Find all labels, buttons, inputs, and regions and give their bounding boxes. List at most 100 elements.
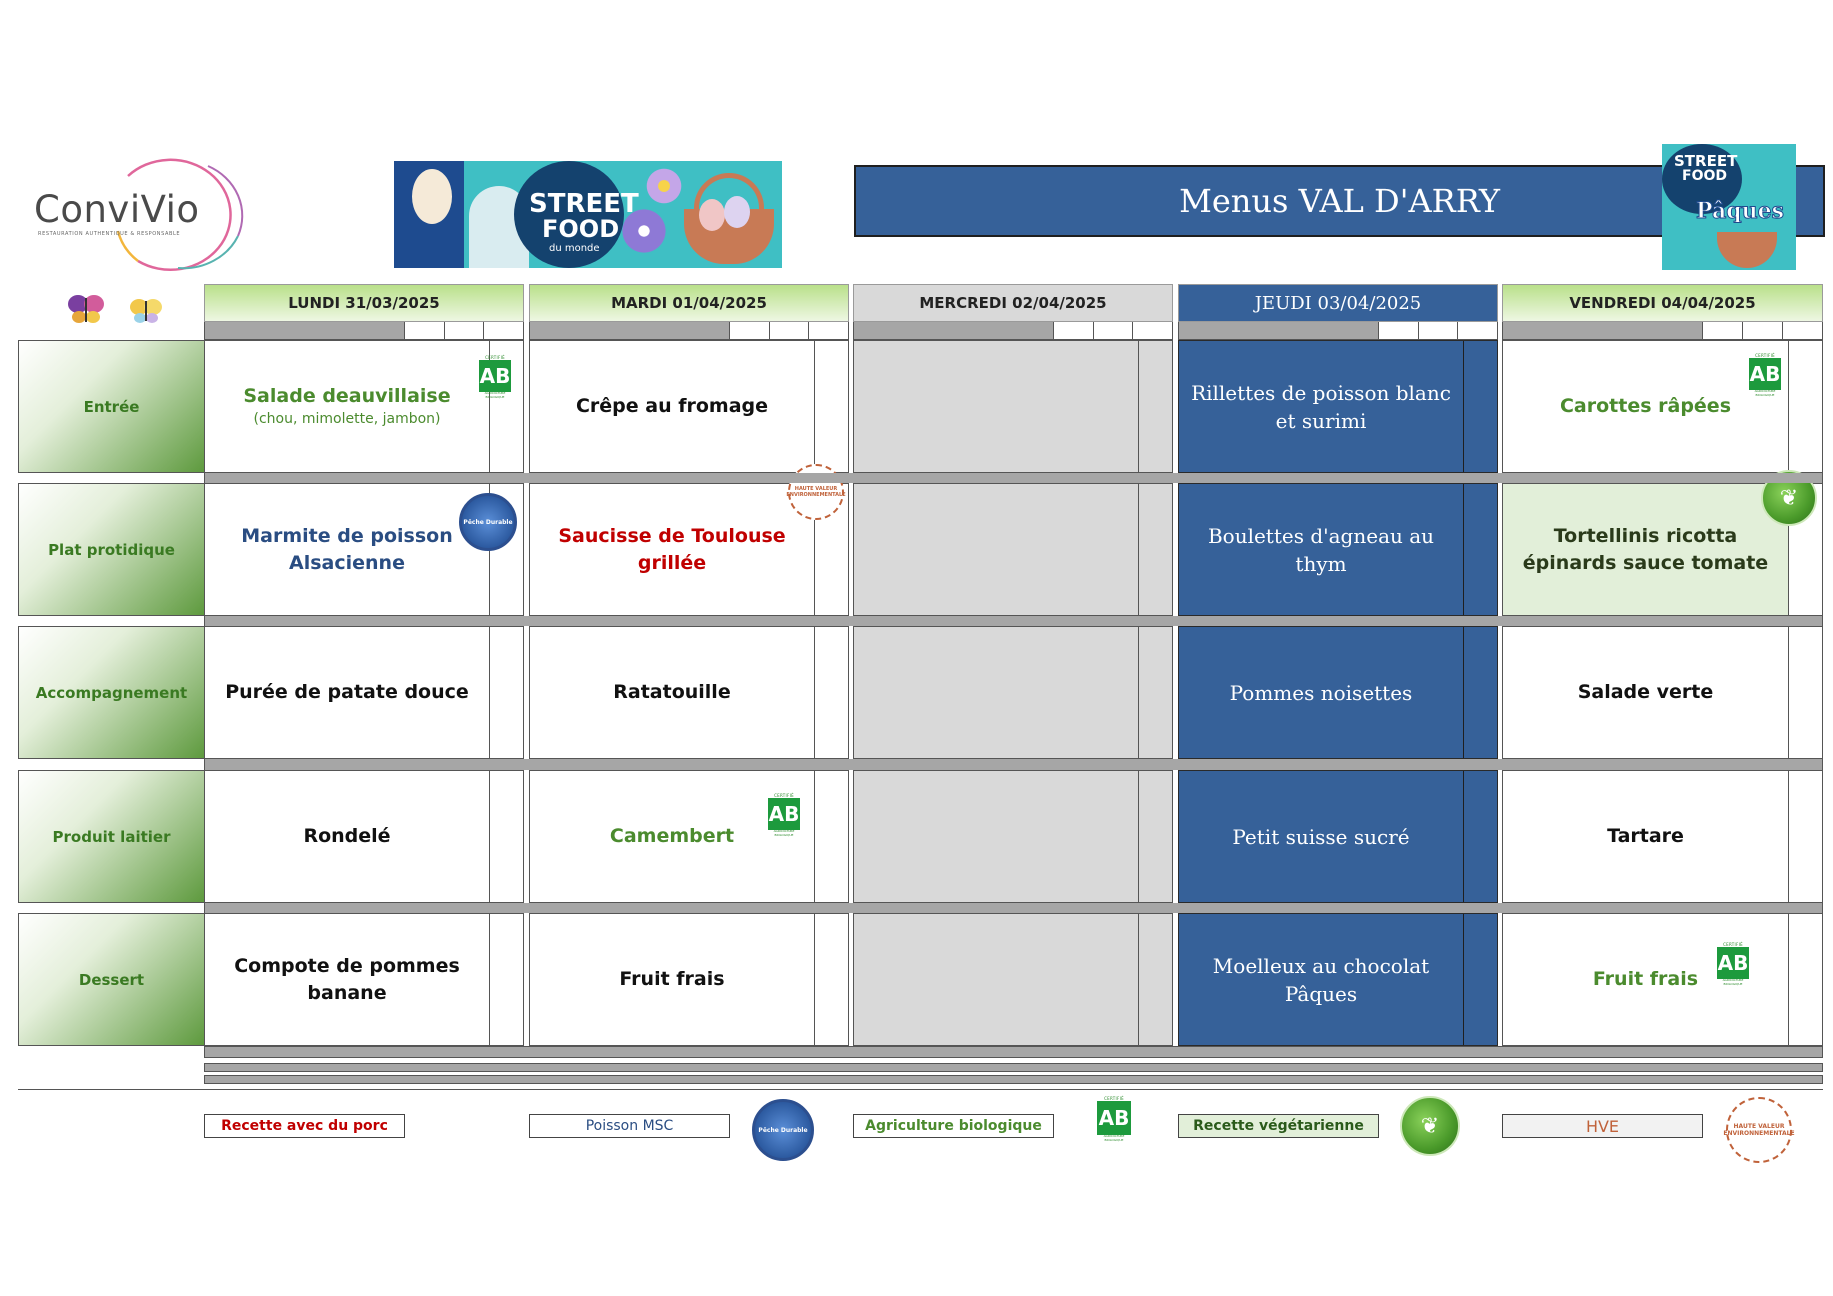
street-food-line3: du monde [549,243,600,254]
dish-name: Fruit frais [1592,968,1699,991]
category-plat: Plat protidique [18,483,205,616]
dish-name: Salade verte [1577,681,1714,704]
street-food-line2: FOOD [542,215,620,243]
menu-cell: Pommes noisettes [1178,626,1498,759]
menu-cell-empty [853,913,1173,1046]
menu-cell: Tartare [1502,770,1823,903]
day-column-header: MARDI 01/04/2025 [529,284,849,340]
menu-cell-empty [853,340,1173,473]
menu-cell: Salade deauvillaise (chou, mimolette, ja… [204,340,524,473]
dish-name: Boulettes d'agneau au thym [1207,523,1435,576]
bottom-rule [18,1089,1823,1090]
brand-name: ConviVio [34,188,200,231]
category-entree: Entrée [18,340,205,473]
msc-label-icon: Pêche Durable [752,1099,814,1161]
egg-icon [724,196,750,228]
flower-icon [619,206,669,256]
category-dessert: Dessert [18,913,205,1046]
dish-name: Ratatouille [613,681,731,704]
day-column-header: VENDREDI 04/04/2025 [1502,284,1823,340]
menu-cell: Crêpe au fromage [529,340,849,473]
msc-label-icon: Pêche Durable [459,493,517,551]
row-separator [204,903,1823,913]
vegetarian-leaf-icon: ❦ [1400,1096,1460,1156]
dish-name: Petit suisse sucré [1232,824,1410,849]
legend-vegetarien: Recette végétarienne [1178,1114,1379,1138]
flower-icon [644,166,684,206]
dish-name: Pommes noisettes [1229,680,1413,705]
day-header: MARDI 01/04/2025 [529,284,849,322]
paques-street-label: STREET [1674,152,1738,170]
menu-cell: Fruit frais [529,913,849,1046]
butterfly-icon [66,292,106,326]
hve-label-icon: HAUTE VALEUR ENVIRONNEMENTALE [1723,1097,1795,1163]
day-header: JEUDI 03/04/2025 [1178,284,1498,322]
dish-name: Carottes râpées [1559,395,1732,418]
legend-porc: Recette avec du porc [204,1114,405,1138]
menu-cell: Tortellinis ricotta épinards sauce tomat… [1502,470,1823,616]
menu-cell: Ratatouille [529,626,849,759]
menu-cell: Rondelé [204,770,524,903]
day-header: LUNDI 31/03/2025 [204,284,524,322]
dish-name: Marmite de poisson Alsacienne [241,524,453,574]
dish-name: Compote de pommes banane [234,954,460,1004]
legend-bio: Agriculture biologique [853,1114,1054,1138]
butterfly-icon [128,296,164,326]
paques-label: Pâques [1696,198,1785,225]
egg-icon [699,199,725,231]
category-laitier: Produit laitier [18,770,205,903]
dish-name: Moelleux au chocolat Pâques [1212,953,1430,1006]
legend-hve: HVE [1502,1114,1703,1138]
dish-name: Salade deauvillaise [243,385,451,408]
menu-cell: Moelleux au chocolat Pâques [1178,913,1498,1046]
day-column-header: LUNDI 31/03/2025 [204,284,524,340]
logo-swirl-icon [116,158,244,272]
menu-cell: Marmite de poisson Alsacienne Pêche Dura… [204,483,524,616]
menu-cell: Salade verte [1502,626,1823,759]
menu-cell: Rillettes de poisson blanc et surimi [1178,340,1498,473]
dish-name: Tortellinis ricotta épinards sauce tomat… [1522,524,1769,574]
menu-cell: Saucisse de Toulouse grillée HAUTE VALEU… [529,464,849,616]
category-accompagnement: Accompagnement [18,626,205,759]
menu-cell-empty [853,626,1173,759]
day-header: MERCREDI 02/04/2025 [853,284,1173,322]
row-separator [204,616,1823,626]
bottom-stripes [204,1046,1823,1084]
street-food-banner: STREET FOOD du monde [394,161,782,268]
dish-name: Tartare [1607,825,1684,848]
dish-name: Fruit frais [619,968,725,991]
day-column-header: MERCREDI 02/04/2025 [853,284,1173,340]
dish-name: Camembert [609,825,735,848]
street-food-line1: STREET [529,189,639,219]
menu-cell-empty [853,770,1173,903]
legend-msc: Poisson MSC [529,1114,730,1138]
menu-cell: Purée de patate douce [204,626,524,759]
menu-cell: Boulettes d'agneau au thym [1178,483,1498,616]
paques-food-label: FOOD [1682,168,1727,184]
day-header: VENDREDI 04/04/2025 [1502,284,1823,322]
dish-name: Purée de patate douce [225,681,469,704]
dish-detail: (chou, mimolette, jambon) [253,411,441,427]
day-column-header: JEUDI 03/04/2025 [1178,284,1498,340]
dish-name: Rillettes de poisson blanc et surimi [1191,380,1451,433]
menu-cell: Compote de pommes banane [204,913,524,1046]
row-separator [204,473,1823,483]
basket-icon [1717,232,1777,268]
row-separator [204,759,1823,770]
menu-cell-empty [853,483,1173,616]
dish-name: Crêpe au fromage [575,395,769,418]
paques-badge: STREET FOOD Pâques [1662,144,1796,270]
dish-name: Saucisse de Toulouse grillée [558,524,786,574]
menu-cell: Petit suisse sucré [1178,770,1498,903]
brand-tagline: Restauration authentique & responsable [38,231,181,237]
convivio-logo: ConviVio Restauration authentique & resp… [28,146,244,276]
dish-name: Rondelé [303,825,391,848]
